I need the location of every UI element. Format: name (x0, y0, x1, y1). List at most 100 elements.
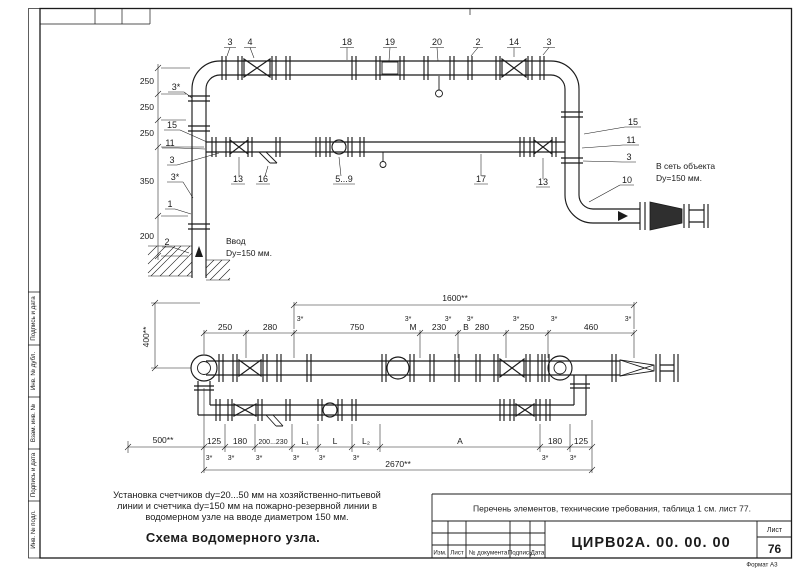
left-riser-flanges (188, 95, 210, 230)
water-meter-main (386, 356, 410, 380)
dim-label: 280 (263, 322, 277, 332)
left-dim-chain (154, 64, 204, 260)
tb-col: Подпись (508, 550, 533, 557)
star-mark: 3* (625, 316, 632, 323)
stamp-label: Подпись и дата (30, 296, 37, 341)
star-mark: 3* (353, 455, 360, 462)
dim-label-vertical: 400** (141, 326, 151, 347)
stamp-label: Инв. № дубл. (30, 352, 37, 391)
star-mark: 3* (293, 455, 300, 462)
dim-label: L (333, 436, 338, 446)
dim-label: 250 (140, 128, 154, 138)
note-line: Установка счетчиков dy=20...50 мм на хоз… (113, 490, 381, 500)
dim-label: 125 (207, 436, 221, 446)
stamp-column: Подпись и дата Инв. № дубл. Взам. инв. №… (30, 296, 37, 549)
water-meter-bypass (322, 402, 338, 418)
star-mark: 3* (319, 455, 326, 462)
tb-col: Лист (450, 550, 464, 557)
dim-label: A (457, 436, 463, 446)
title-block: Перечень элементов, технические требован… (431, 493, 792, 569)
inner-frame (39, 7, 793, 559)
callout: 4 (247, 37, 252, 47)
dim-label: L₂ (362, 436, 370, 446)
callout: 16 (258, 174, 268, 184)
title-block-grid (431, 493, 792, 558)
callout: 3* (172, 82, 181, 92)
flanges-measuring-line (211, 137, 557, 157)
tb-col: № документа (469, 550, 508, 557)
elbow-down-symbol-inner (197, 361, 211, 375)
stamp-label: Взам. инв. № (30, 403, 37, 442)
star-mark: 3* (551, 316, 558, 323)
dim-label: 200 (140, 231, 154, 241)
stamp-label: Инв. № подл. (30, 510, 37, 549)
plan-bypass-valves (233, 402, 535, 418)
dim-label: 200...230 (258, 439, 287, 446)
strainer-16 (258, 151, 278, 164)
inlet-label: Ввод (226, 236, 246, 246)
sheet-number: 76 (768, 542, 782, 556)
tap (379, 161, 387, 168)
callout: 20 (432, 37, 442, 47)
callout: 14 (509, 37, 519, 47)
plan-main-valves (238, 357, 525, 379)
drain-tap (435, 89, 443, 98)
dim-label: 180 (233, 436, 247, 446)
point-label-m: M (409, 322, 416, 332)
lower-scheme: 1600** 250 280 750 230 280 250 460 M B 3… (124, 293, 679, 474)
callout: 11 (165, 138, 174, 148)
star-mark: 3* (297, 316, 304, 323)
callout: 1 (167, 199, 172, 209)
plan-bypass-pipe (197, 375, 587, 416)
callout: 3 (626, 152, 631, 162)
dim-label: 750 (350, 322, 364, 332)
dim-label: 280 (475, 322, 489, 332)
dim-label: 500** (153, 435, 174, 445)
corner-table (40, 8, 151, 25)
callout: 10 (622, 175, 632, 185)
flow-arrow-inlet (195, 246, 203, 257)
star-mark: 3* (467, 316, 474, 323)
small-meter-5-9 (331, 139, 347, 155)
reducer-crosshatch (619, 359, 655, 377)
callout: 3 (546, 37, 551, 47)
star-mark: 3* (405, 316, 412, 323)
callout: 13 (538, 177, 548, 187)
point-label-b: B (463, 322, 469, 332)
dim-label: 125 (574, 436, 588, 446)
elbow-down-symbol (190, 354, 218, 382)
callout: 13 (233, 174, 243, 184)
dim-total: 1600** (442, 293, 468, 303)
sheet-frame (28, 7, 793, 559)
callout: 15 (167, 120, 177, 130)
wall-hatch (147, 245, 231, 281)
reference-note: Перечень элементов, технические требован… (473, 504, 751, 514)
main-pipe-run (191, 60, 704, 278)
elbow-down-symbol-inner (553, 361, 567, 375)
star-mark: 3* (570, 455, 577, 462)
scheme-title: Схема водомерного узла. (146, 530, 320, 545)
gate-valve-symbol (243, 57, 527, 79)
format-note: Формат А3 (746, 562, 778, 569)
dim-label: 180 (548, 436, 562, 446)
dim-label: 250 (140, 102, 154, 112)
dim-label: 460 (584, 322, 598, 332)
outer-border (28, 8, 792, 559)
tb-col: Изм. (433, 550, 447, 557)
plan-dim-lines (124, 299, 638, 474)
flanges-top-run (221, 56, 545, 80)
callout: 15 (628, 117, 638, 127)
outlet-flanges (639, 202, 709, 230)
water-meter-19 (381, 61, 399, 75)
star-mark: 3* (206, 455, 213, 462)
strainer-bypass (265, 414, 284, 427)
plan-bypass-flanges (215, 399, 551, 421)
note-line: водомерном узле на вводе диаметром 150 м… (145, 512, 348, 522)
callout: 18 (342, 37, 352, 47)
outlet-label: Dy=150 мм. (656, 173, 702, 183)
document-number: ЦИРВ02А. 00. 00. 00 (571, 535, 730, 551)
reducer-cone-plan (619, 359, 655, 377)
dim-label: 350 (140, 176, 154, 186)
